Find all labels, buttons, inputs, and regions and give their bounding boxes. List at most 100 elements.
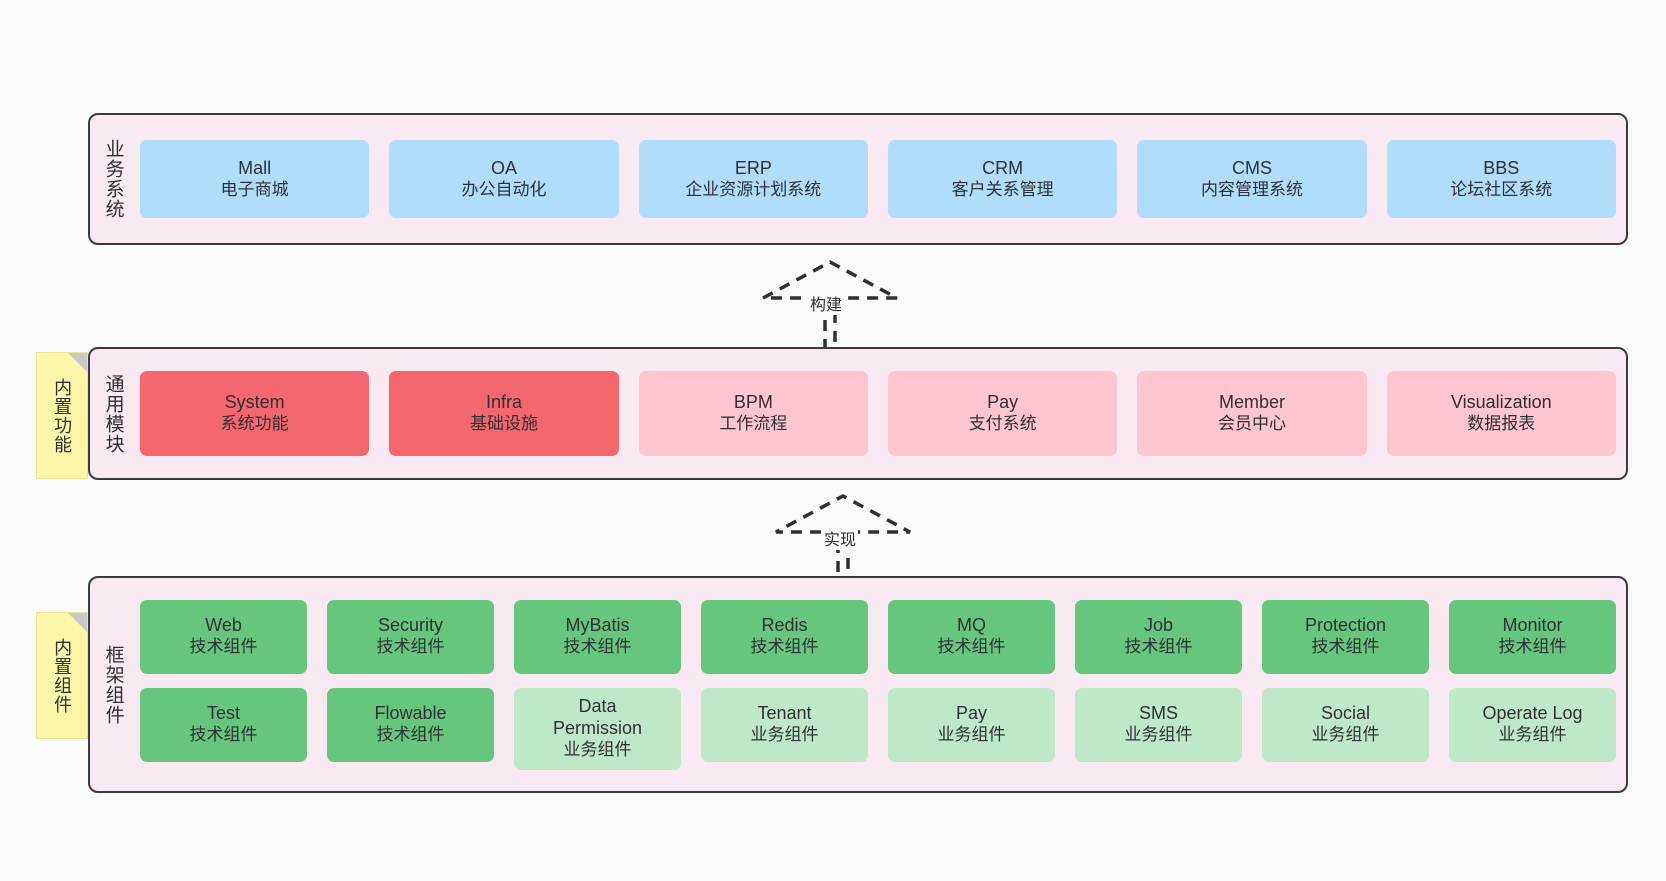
card-bbs[interactable]: BBS 论坛社区系统: [1386, 140, 1616, 218]
layer-title-common-modules: 通用模块: [102, 373, 124, 454]
card-subtitle: 会员中心: [1217, 414, 1286, 434]
card-cell: MQ 技术组件: [888, 599, 1055, 674]
card-pay-component[interactable]: Pay 业务组件: [888, 687, 1055, 762]
card-cell: Flowable 技术组件: [327, 687, 494, 770]
card-data-permission[interactable]: Data Permission 业务组件: [514, 687, 681, 770]
card-title: MyBatis: [565, 615, 630, 636]
card-title: System: [224, 392, 285, 413]
card-subtitle: 业务组件: [1498, 725, 1567, 745]
card-cell: Mall 电子商城: [140, 140, 370, 218]
card-title: Social: [1320, 703, 1371, 724]
layer-title-framework-components: 框架组件: [102, 644, 124, 725]
card-cell: BBS 论坛社区系统: [1386, 140, 1616, 218]
card-subtitle: 业务组件: [563, 740, 632, 760]
card-cell: System 系统功能: [140, 371, 370, 456]
card-cell: MyBatis 技术组件: [514, 599, 681, 674]
layer-body-framework-components: Web 技术组件 Security 技术组件 MyBatis 技术组件: [136, 578, 1626, 791]
card-subtitle: 办公自动化: [461, 179, 547, 199]
card-title: Infra: [485, 392, 522, 413]
card-monitor[interactable]: Monitor 技术组件: [1449, 599, 1616, 674]
card-title: BBS: [1483, 157, 1520, 178]
card-subtitle: 技术组件: [189, 725, 258, 745]
card-bpm[interactable]: BPM 工作流程: [638, 371, 868, 456]
card-operate-log[interactable]: Operate Log 业务组件: [1449, 687, 1616, 762]
card-cell: Social 业务组件: [1262, 687, 1429, 770]
card-member[interactable]: Member 会员中心: [1137, 371, 1367, 456]
card-subtitle: 业务组件: [1311, 725, 1380, 745]
note-text: 内置功能: [52, 377, 73, 454]
card-cell: Data Permission 业务组件: [514, 687, 681, 770]
card-cell: Job 技术组件: [1075, 599, 1242, 674]
card-subtitle: 基础设施: [469, 414, 538, 434]
card-cell: Tenant 业务组件: [701, 687, 868, 770]
card-subtitle: 数据报表: [1467, 414, 1536, 434]
card-title: Flowable: [374, 703, 447, 724]
card-system[interactable]: System 系统功能: [140, 371, 370, 456]
card-subtitle: 技术组件: [376, 725, 445, 745]
card-cell: ERP 企业资源计划系统: [638, 140, 868, 218]
card-subtitle: 技术组件: [750, 637, 819, 657]
card-sms[interactable]: SMS 业务组件: [1075, 687, 1242, 762]
card-subtitle: 技术组件: [189, 637, 258, 657]
card-mybatis[interactable]: MyBatis 技术组件: [514, 599, 681, 674]
card-title: Job: [1143, 615, 1174, 636]
card-job[interactable]: Job 技术组件: [1075, 599, 1242, 674]
card-title: Pay: [955, 703, 988, 724]
card-title: CMS: [1231, 157, 1272, 178]
card-title: Mall: [238, 157, 272, 178]
card-subtitle: 业务组件: [1124, 725, 1193, 745]
card-subtitle: 客户关系管理: [951, 179, 1054, 199]
layer-common-modules: 通用模块 System 系统功能 Infra 基础设施: [88, 347, 1628, 480]
note-fold-icon: [68, 353, 87, 372]
card-mq[interactable]: MQ 技术组件: [888, 599, 1055, 674]
card-title: Web: [205, 615, 242, 636]
card-subtitle: 论坛社区系统: [1450, 179, 1553, 199]
card-cell: Pay 支付系统: [887, 371, 1118, 456]
card-oa[interactable]: OA 办公自动化: [389, 140, 619, 218]
card-row: Test 技术组件 Flowable 技术组件 Data Permission …: [140, 687, 1616, 770]
card-title: Operate Log: [1482, 703, 1583, 724]
card-cell: OA 办公自动化: [389, 140, 619, 218]
card-cell: Redis 技术组件: [701, 599, 868, 674]
card-subtitle: 业务组件: [750, 725, 819, 745]
card-title: ERP: [734, 157, 772, 178]
card-social[interactable]: Social 业务组件: [1262, 687, 1429, 762]
card-visualization[interactable]: Visualization 数据报表: [1386, 371, 1616, 456]
card-mall[interactable]: Mall 电子商城: [140, 140, 370, 218]
card-flowable[interactable]: Flowable 技术组件: [327, 687, 494, 762]
note-text: 内置组件: [52, 637, 73, 714]
card-web[interactable]: Web 技术组件: [140, 599, 307, 674]
card-subtitle: 技术组件: [563, 637, 632, 657]
card-subtitle: 系统功能: [220, 414, 289, 434]
card-crm[interactable]: CRM 客户关系管理: [887, 140, 1118, 218]
layer-framework-components: 框架组件 Web 技术组件 Security 技术组件: [88, 576, 1628, 793]
card-title: BPM: [733, 392, 773, 413]
build-arrow-label: 构建: [808, 291, 845, 315]
card-redis[interactable]: Redis 技术组件: [701, 599, 868, 674]
layer-body-business-systems: Mall 电子商城 OA 办公自动化 ERP 企业资源计划系统: [136, 115, 1626, 243]
card-cms[interactable]: CMS 内容管理系统: [1137, 140, 1367, 218]
card-infra[interactable]: Infra 基础设施: [389, 371, 619, 456]
card-pay-module[interactable]: Pay 支付系统: [887, 371, 1118, 456]
card-subtitle: 工作流程: [719, 414, 788, 434]
card-tenant[interactable]: Tenant 业务组件: [701, 687, 868, 762]
card-subtitle: 内容管理系统: [1200, 179, 1303, 199]
card-title: CRM: [982, 157, 1024, 178]
card-cell: BPM 工作流程: [638, 371, 868, 456]
card-erp[interactable]: ERP 企业资源计划系统: [638, 140, 868, 218]
card-security[interactable]: Security 技术组件: [327, 599, 494, 674]
card-subtitle: 技术组件: [1124, 637, 1193, 657]
card-title: Monitor: [1502, 615, 1563, 636]
card-title: SMS: [1138, 703, 1178, 724]
card-subtitle: 电子商城: [220, 179, 289, 199]
note-builtin-features: 内置功能: [36, 352, 88, 479]
card-title: Security: [377, 615, 444, 636]
card-title: Pay: [987, 392, 1019, 413]
card-title: OA: [490, 157, 517, 178]
card-test[interactable]: Test 技术组件: [140, 687, 307, 762]
card-cell: Infra 基础设施: [389, 371, 619, 456]
card-title: Redis: [761, 615, 808, 636]
card-protection[interactable]: Protection 技术组件: [1262, 599, 1429, 674]
card-subtitle: 技术组件: [1311, 637, 1380, 657]
